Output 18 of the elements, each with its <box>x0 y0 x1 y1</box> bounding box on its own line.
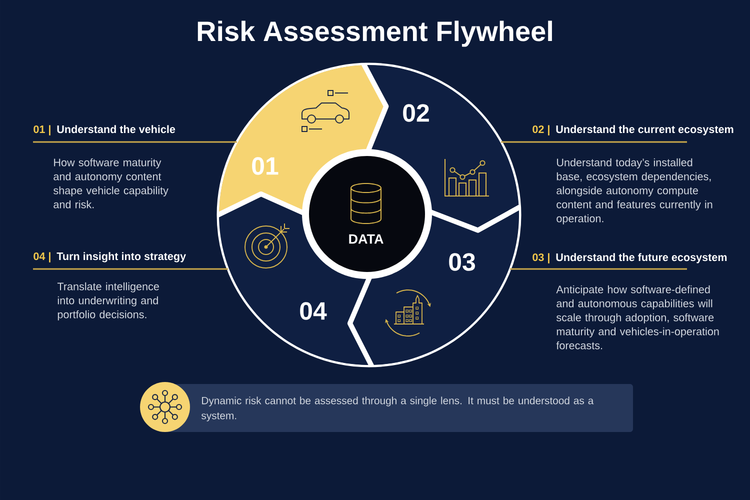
step-number: 02 | <box>532 125 550 136</box>
leader-line <box>510 268 687 270</box>
description: Anticipate how software-defined and autonomous capabilities will scale through adoption, software maturity and vehicles-in-operation forecasts. <box>556 285 719 350</box>
leader-line <box>33 141 237 143</box>
step-number: 03 | <box>532 253 550 264</box>
description: Understand today’s installed base, ecosystem dependencies, alongside autonomy compute content and features currently in operation. <box>556 158 712 224</box>
description: Translate intelligence into underwriting and portfolio decisions. <box>57 282 159 320</box>
title: Risk Assessment Flywheel <box>198 20 552 47</box>
leader-line <box>33 268 228 270</box>
step-number: 04 | <box>34 252 50 262</box>
step-number: 01 | <box>34 125 50 136</box>
heading: Turn insight into strategy <box>56 252 186 262</box>
heading: Understand the future ecosystem <box>556 253 727 264</box>
leader-line <box>501 141 687 143</box>
heading: Understand the vehicle <box>57 125 176 134</box>
description: How software maturity and autonomy content shape vehicle capability and risk. <box>54 158 168 208</box>
note-banner: Dynamic risk cannot be assessed through a single lens. It must be understood as a system. <box>158 384 633 432</box>
heading: Understand the current ecosystem <box>556 125 734 136</box>
